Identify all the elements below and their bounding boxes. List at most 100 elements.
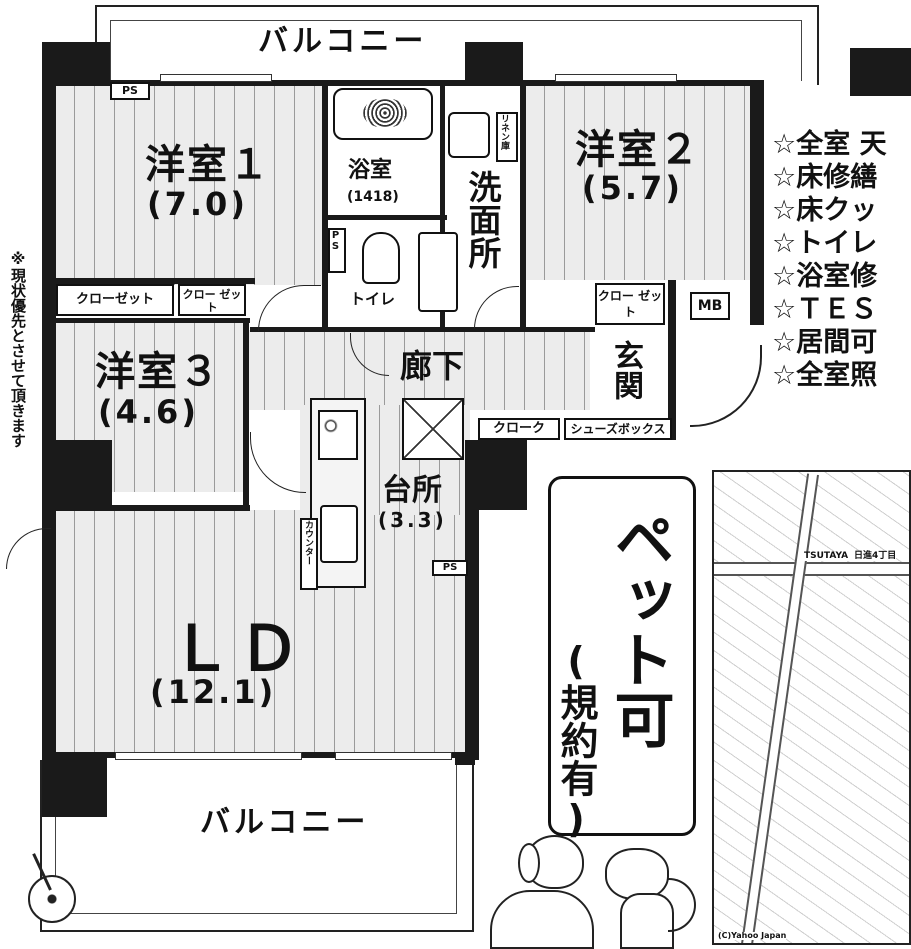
pet-main-text: ペット可 bbox=[604, 509, 674, 749]
closet-room1-small-label: クロー ゼット bbox=[182, 288, 242, 314]
kitchen-label: 台所 bbox=[382, 473, 442, 508]
location-map: TSUTAYA 日進4丁目 (C)Yahoo Japan bbox=[712, 470, 911, 945]
pet-card: ペット可 (規約有) bbox=[548, 476, 696, 841]
door-arc-room1 bbox=[258, 285, 321, 331]
compass-icon bbox=[28, 875, 76, 923]
window-bottom-right bbox=[335, 752, 452, 760]
cat-tail bbox=[668, 878, 696, 932]
room2-floor bbox=[525, 85, 750, 280]
wall-column-tl bbox=[42, 42, 110, 86]
feature-item: ☆浴室修 bbox=[772, 261, 878, 292]
cat-head bbox=[605, 848, 669, 900]
bathtub bbox=[333, 88, 433, 140]
map-road-1 bbox=[714, 562, 909, 576]
cat-body bbox=[620, 893, 674, 949]
balcony-bottom-inner bbox=[55, 765, 457, 914]
room1-label: 洋室１ bbox=[145, 142, 271, 188]
room3-label: 洋室３ bbox=[95, 349, 221, 395]
wash-basin bbox=[448, 112, 490, 158]
balcony-top-label: バルコニー bbox=[258, 24, 428, 59]
closet-room2-label: クロー ゼット bbox=[597, 289, 663, 319]
kitchen-sink bbox=[320, 505, 358, 563]
features-list: ☆全室 天 ☆床修繕 ☆床クッ ☆トイレ ☆浴室修 ☆ＴＥＳ ☆居間可 ☆全室照 bbox=[772, 128, 887, 392]
linen-label: リネン庫 bbox=[499, 114, 509, 150]
window-top-left bbox=[160, 74, 272, 82]
window-bottom-left bbox=[115, 752, 302, 760]
shoebox-box: シューズボックス bbox=[564, 418, 672, 440]
pet-sub-text: (規約有) bbox=[554, 639, 598, 841]
wall-column-tr bbox=[850, 48, 911, 96]
wall-wash-right bbox=[520, 85, 526, 330]
wall-room1-bottom bbox=[55, 278, 255, 284]
floor-plan: バルコニー バルコニー PS PS PS 浴室 (1418) bbox=[6, 5, 911, 932]
wall-bath-left bbox=[322, 85, 328, 330]
wall-hall-top bbox=[250, 327, 595, 332]
wall-column-left-mid bbox=[42, 440, 112, 510]
balcony-bottom-label: バルコニー bbox=[200, 805, 370, 840]
room1-size: (7.0) bbox=[147, 185, 248, 223]
ld-label: ＬＤ bbox=[170, 612, 307, 685]
room2-label: 洋室２ bbox=[575, 127, 701, 173]
wall-bath-bottom bbox=[322, 215, 447, 220]
dog-ear bbox=[518, 843, 540, 883]
closet-room1-small: クロー ゼット bbox=[178, 284, 246, 316]
ps-box-2-label: PS bbox=[330, 230, 341, 252]
map-road-2 bbox=[741, 473, 819, 943]
mb-box: MB bbox=[690, 292, 730, 320]
toilet-label: トイレ bbox=[350, 290, 396, 308]
bathtub-grate bbox=[363, 98, 407, 128]
hallway-label: 廊下 bbox=[400, 347, 465, 385]
wall-entrance-right bbox=[668, 280, 676, 440]
entrance-door-arc bbox=[690, 345, 762, 427]
door-arc-bath bbox=[474, 286, 519, 329]
fridge-space bbox=[402, 398, 464, 460]
counter-board: カウンター bbox=[300, 518, 318, 590]
feature-item: ☆全室照 bbox=[772, 360, 878, 391]
ld-size: (12.1) bbox=[150, 673, 277, 711]
map-label-1: TSUTAYA bbox=[804, 551, 849, 561]
wall-right-upper bbox=[750, 80, 764, 325]
window-top-right bbox=[555, 74, 677, 82]
ld-floor bbox=[55, 510, 470, 758]
linen-closet: リネン庫 bbox=[496, 112, 518, 162]
wall-bath-right bbox=[440, 85, 445, 330]
map-label-2: 日進4丁目 bbox=[854, 551, 897, 561]
side-note: ※現状優先とさせて頂きます bbox=[9, 250, 27, 448]
wall-column-tm bbox=[465, 42, 523, 86]
wall-left bbox=[42, 80, 56, 760]
feature-item: ☆床修繕 bbox=[772, 162, 878, 193]
cloak-box: クローク bbox=[478, 418, 560, 440]
feature-item: ☆居間可 bbox=[772, 327, 878, 358]
door-arc-outside bbox=[6, 528, 51, 569]
wall-ld-right bbox=[465, 510, 479, 760]
hall-floor bbox=[245, 330, 590, 410]
washroom-label: 洗面所 bbox=[463, 170, 502, 269]
wall-room3-right bbox=[243, 318, 249, 508]
wall-column-bl bbox=[42, 755, 107, 817]
wall-room3-bottom bbox=[55, 505, 250, 511]
map-copyright: (C)Yahoo Japan bbox=[718, 931, 787, 940]
cat-illustration-icon bbox=[600, 838, 700, 949]
room3-size: (4.6) bbox=[98, 393, 199, 431]
balcony-top-inner bbox=[110, 20, 802, 81]
feature-item: ☆床クッ bbox=[772, 195, 878, 226]
wall-column-br bbox=[455, 755, 475, 765]
washing-machine bbox=[418, 232, 458, 312]
bath-label: 浴室 bbox=[348, 158, 393, 183]
feature-item: ☆全室 天 bbox=[772, 129, 887, 160]
ps-box-1: PS bbox=[110, 82, 150, 100]
closet-room2: クロー ゼット bbox=[595, 283, 665, 325]
bath-size: (1418) bbox=[347, 189, 399, 205]
balcony-top-area bbox=[95, 5, 819, 85]
room1-floor bbox=[55, 85, 325, 285]
dog-body bbox=[490, 890, 594, 949]
ps-box-2: PS bbox=[328, 228, 346, 273]
wall-room3-top bbox=[55, 318, 250, 323]
feature-item: ☆トイレ bbox=[772, 228, 878, 259]
wall-top bbox=[42, 80, 762, 86]
stove bbox=[318, 410, 358, 460]
ps-box-3: PS bbox=[432, 560, 468, 576]
toilet-fixture bbox=[362, 232, 400, 284]
entrance-label: 玄関 bbox=[608, 340, 643, 400]
counter-label: カウンター bbox=[303, 520, 313, 565]
